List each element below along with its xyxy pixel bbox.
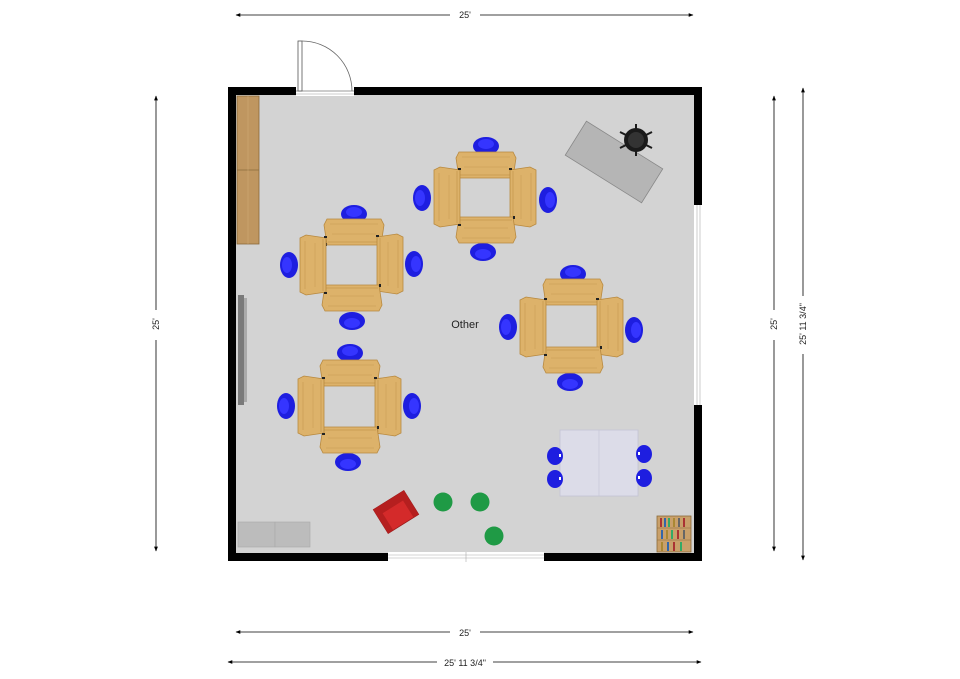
dimension-bottom-outer: 25' 11 3/4" [227, 656, 702, 668]
dimension-bottom-inner: 25' [235, 626, 694, 638]
dimension-right-inner: 25' [768, 95, 780, 552]
dimension-right-outer: 25' 11 3/4" [797, 87, 809, 561]
bookshelf-left [236, 95, 260, 245]
dimension-bottom-inner-label: 25' [459, 628, 471, 638]
dimension-left-label: 25' [151, 318, 161, 330]
dimension-left: 25' [150, 95, 162, 552]
dimension-bottom-outer-label: 25' 11 3/4" [444, 658, 486, 668]
group-table [547, 429, 652, 497]
armchair [372, 490, 420, 534]
window-right-2 [694, 305, 703, 405]
dimension-right-outer-label: 25' 11 3/4" [798, 303, 808, 345]
bookshelf-small [656, 515, 692, 553]
dimension-right-inner-label: 25' [769, 318, 779, 330]
stools [433, 492, 504, 546]
storage-bins [237, 521, 311, 548]
room: Other [228, 40, 703, 562]
dimension-top: 25' [235, 9, 694, 21]
office-chair [619, 124, 653, 156]
window-right [694, 205, 703, 305]
whiteboard [238, 295, 247, 405]
room-label: Other [451, 319, 479, 331]
dimension-top-label: 25' [459, 10, 471, 20]
door[interactable] [297, 40, 353, 92]
